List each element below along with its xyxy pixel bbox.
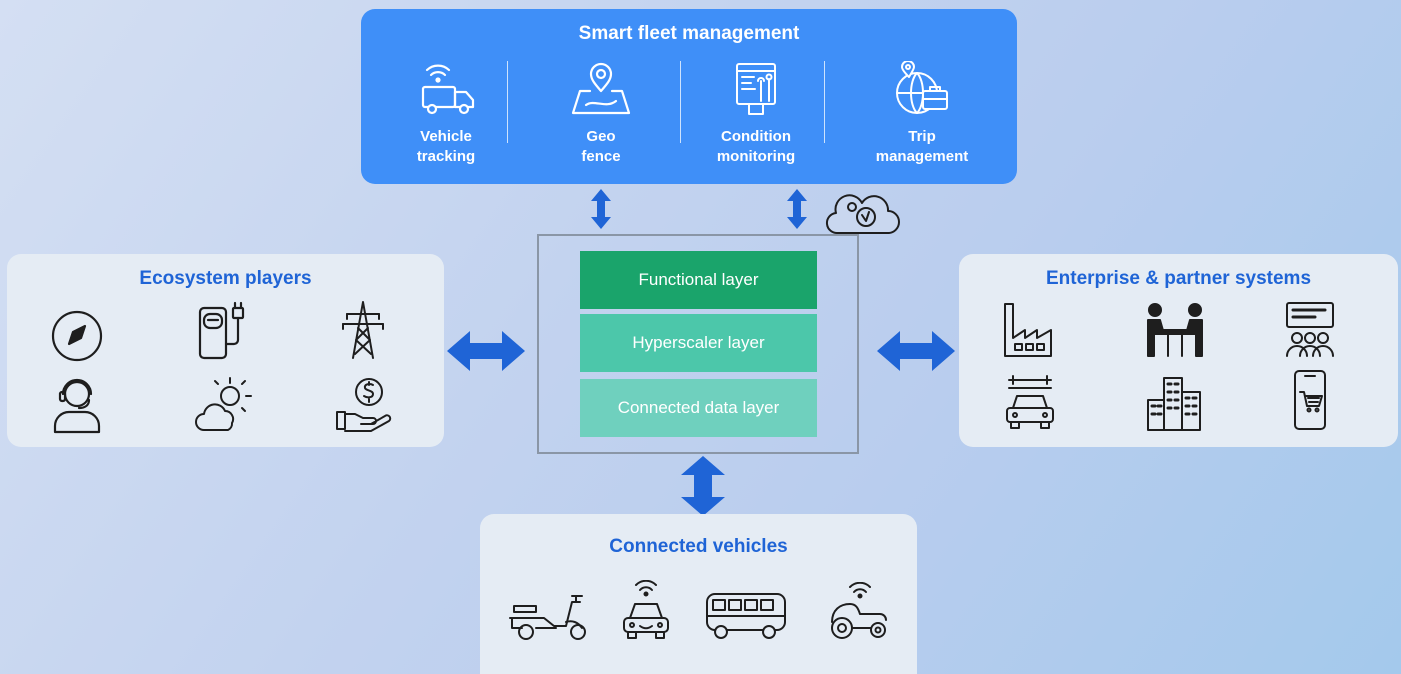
fleet-divider — [680, 61, 681, 143]
weather-icon — [195, 377, 252, 431]
ev-charger-icon — [198, 301, 245, 360]
fleet-divider — [824, 61, 825, 143]
bus-icon — [706, 593, 786, 639]
connected-vehicles-panel: Connected vehicles — [480, 514, 917, 674]
functional-layer: Functional layer — [580, 251, 817, 309]
truck-wifi-icon — [421, 64, 475, 115]
fleet-label-line1: Vehicle — [420, 128, 472, 145]
factory-icon — [1004, 303, 1052, 357]
meeting-icon — [1147, 303, 1203, 357]
enterprise-to-core-arrow — [877, 331, 955, 371]
buildings-icon — [1147, 377, 1201, 431]
fleet-item-vehicle-tracking: Vehicle tracking — [381, 61, 511, 167]
fleet-label-line2: management — [875, 148, 969, 165]
fleet-divider — [507, 61, 508, 143]
fleet-item-condition-monitoring: Condition monitoring — [691, 61, 821, 167]
fleet-item-trip-management: Trip management — [857, 61, 987, 167]
fleet-label-line2: fence — [581, 148, 621, 165]
fleet-to-core-arrow-right — [787, 189, 807, 229]
globe-briefcase-icon — [896, 61, 948, 114]
vehicles-title: Connected vehicles — [609, 536, 788, 557]
hyperscaler-layer: Hyperscaler layer — [580, 314, 817, 372]
cloud-check-icon — [826, 194, 900, 235]
map-pin-icon — [571, 62, 631, 115]
smart-fleet-management-panel: Smart fleet management Vehicle tracking … — [361, 9, 1017, 184]
power-tower-icon — [342, 301, 384, 359]
fleet-title: Smart fleet management — [578, 23, 800, 44]
core-to-vehicles-arrow — [681, 456, 725, 516]
fleet-label-line2: monitoring — [716, 148, 796, 165]
fleet-label-line1: Geo — [586, 128, 616, 145]
fleet-item-geo-fence: Geo fence — [536, 61, 666, 167]
connected-tractor-icon — [831, 582, 887, 639]
fleet-label-line1: Condition — [721, 128, 791, 145]
core-platform-box: Functional layer Hyperscaler layer Conne… — [537, 234, 859, 454]
presentation-audience-icon — [1286, 302, 1334, 357]
monitor-tools-icon — [736, 63, 776, 115]
connected-car-icon — [623, 580, 669, 639]
enterprise-title: Enterprise & partner systems — [1045, 268, 1312, 289]
compass-icon — [51, 310, 103, 362]
mobile-shop-icon — [1294, 370, 1326, 430]
scooter-icon — [509, 595, 586, 640]
car-service-icon — [1006, 375, 1054, 429]
ecosystem-to-core-arrow — [447, 331, 525, 371]
fleet-label-line1: Trip — [908, 128, 936, 145]
enterprise-partner-systems-panel: Enterprise & partner systems — [959, 254, 1398, 447]
ecosystem-title: Ecosystem players — [139, 268, 312, 289]
fleet-label-line2: tracking — [416, 148, 476, 165]
connected-data-layer: Connected data layer — [580, 379, 817, 437]
fleet-to-core-arrow-left — [591, 189, 611, 229]
ecosystem-players-panel: Ecosystem players — [7, 254, 444, 447]
support-agent-icon — [53, 378, 101, 434]
payment-hand-icon — [336, 378, 392, 432]
